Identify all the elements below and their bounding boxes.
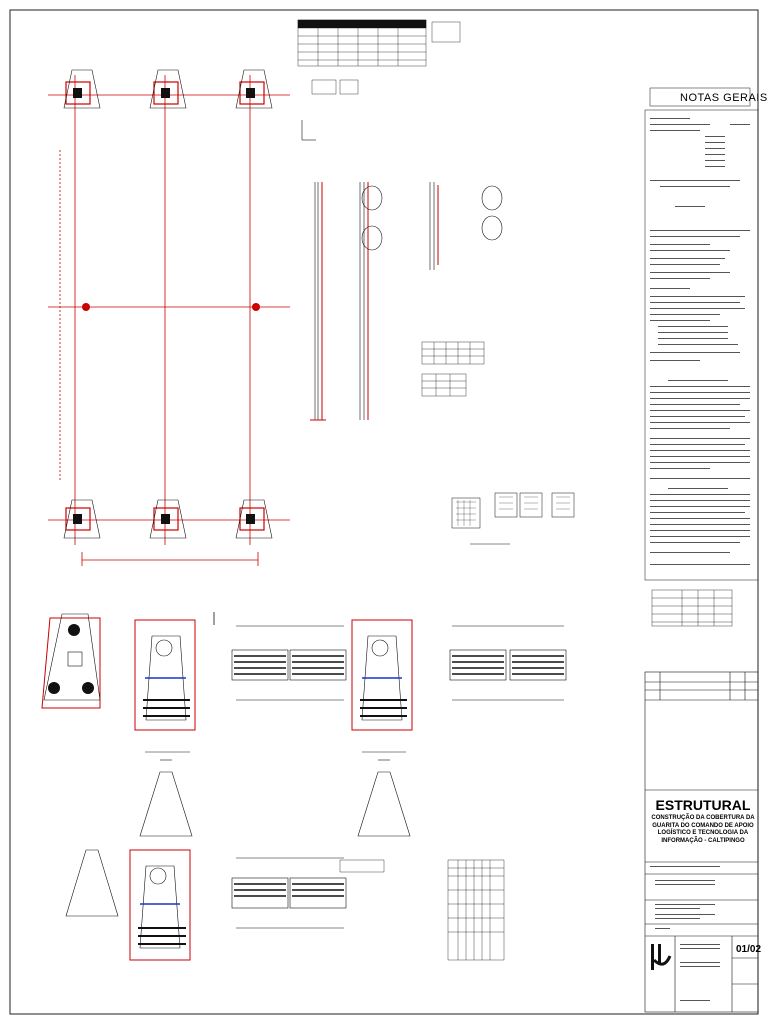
pile-caps-bottom	[63, 499, 273, 539]
pile-cap-elevation-2	[351, 619, 413, 753]
title-block-text-lines	[650, 866, 720, 1001]
notes-title: NOTAS GERAIS	[680, 92, 768, 104]
notes-title-box	[649, 87, 751, 107]
foundation-plan	[48, 75, 290, 566]
notes-table-small	[651, 589, 733, 627]
column-elevations-red	[310, 182, 439, 421]
pile-cap-elevation-1	[134, 619, 196, 753]
pile-caps-middle	[82, 303, 260, 311]
institution-logo	[651, 944, 672, 970]
column-elevations	[301, 120, 503, 420]
trapezoid-outlines	[65, 759, 411, 917]
pile-caps-top	[63, 69, 273, 109]
beam-reinforcement-details	[213, 612, 567, 929]
pile-cap-detail-left	[41, 613, 101, 709]
rebar-table-top	[297, 19, 461, 95]
lower-right-table	[339, 859, 505, 961]
notes-text-lines	[650, 118, 750, 565]
project-title: CONSTRUÇÃO DA COBERTURA DA GUARITA DO CO…	[651, 815, 755, 844]
beam-section-grids	[456, 496, 570, 526]
quantity-tables-mid	[421, 341, 485, 397]
sheet-number: 01/02	[736, 944, 762, 955]
title-block	[644, 671, 759, 1013]
pile-cap-elevation-3	[129, 849, 191, 961]
discipline-title: ESTRUTURAL	[655, 797, 751, 813]
notes-frame	[644, 109, 759, 581]
beam-section-details	[451, 492, 575, 545]
